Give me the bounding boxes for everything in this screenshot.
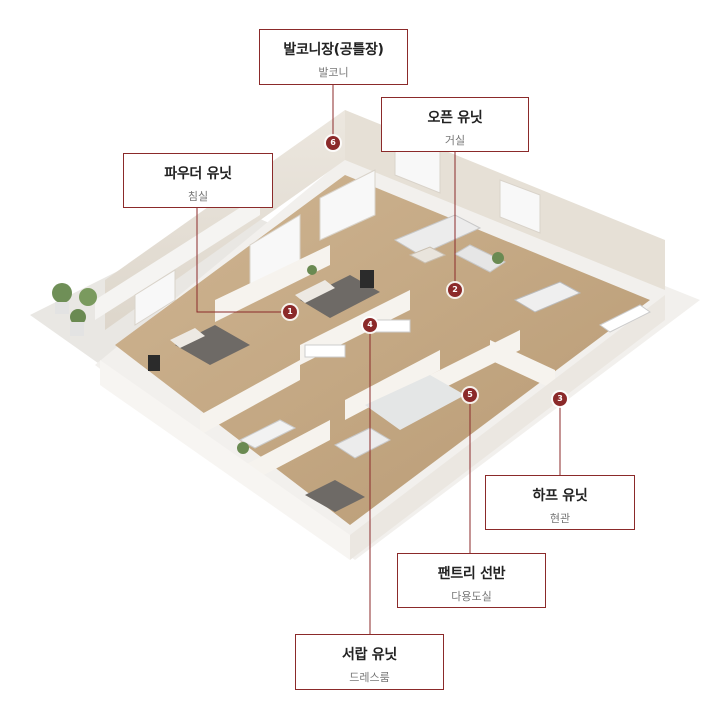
potted-plant bbox=[492, 252, 504, 264]
marker-entrance[interactable]: 3 bbox=[553, 392, 567, 406]
callout-title: 오픈 유닛 bbox=[427, 110, 483, 126]
window bbox=[319, 169, 376, 241]
marker-dressroom[interactable]: 4 bbox=[363, 318, 377, 332]
sofa bbox=[333, 427, 392, 459]
callout-title: 파우더 유닛 bbox=[164, 166, 232, 182]
partition-wall bbox=[200, 360, 300, 435]
callout-living: 오픈 유닛 거실 bbox=[381, 97, 529, 152]
callout-entrance: 하프 유닛 현관 bbox=[485, 475, 635, 530]
dining-table bbox=[513, 281, 582, 313]
callout-title: 팬트리 선반 bbox=[437, 566, 506, 582]
callout-title: 발코니장(공틀장) bbox=[283, 42, 384, 58]
bed bbox=[305, 480, 365, 512]
callout-subtitle: 거실 bbox=[444, 134, 466, 147]
sofa bbox=[393, 214, 482, 256]
leader-line bbox=[559, 400, 588, 478]
planter bbox=[55, 302, 69, 314]
callout-utility: 팬트리 선반 다용도실 bbox=[397, 553, 546, 608]
window bbox=[134, 269, 176, 326]
potted-plant bbox=[79, 288, 97, 306]
front-wall-left bbox=[100, 360, 350, 560]
partition-wall bbox=[245, 420, 330, 485]
front-wall-right bbox=[350, 295, 665, 560]
potted-plant bbox=[237, 442, 249, 454]
callout-subtitle: 다용도실 bbox=[451, 590, 492, 603]
bed-linen bbox=[295, 280, 335, 303]
tv-screen bbox=[360, 270, 374, 288]
partition-wall bbox=[215, 245, 330, 322]
potted-plant bbox=[52, 283, 72, 303]
desk bbox=[238, 419, 297, 449]
balcony-parapet bbox=[95, 195, 260, 320]
partition-wall bbox=[490, 340, 555, 390]
marker-balcony[interactable]: 6 bbox=[326, 136, 340, 150]
leader-line bbox=[196, 208, 290, 313]
callout-dressroom: 서랍 유닛 드레스룸 bbox=[295, 634, 444, 690]
marker-living[interactable]: 2 bbox=[448, 283, 462, 297]
callout-subtitle: 침실 bbox=[187, 190, 209, 203]
callout-subtitle: 발코니 bbox=[318, 66, 349, 79]
callout-subtitle: 현관 bbox=[549, 512, 571, 525]
planter bbox=[70, 322, 84, 336]
window bbox=[499, 179, 541, 234]
bathroom-floor bbox=[365, 375, 465, 430]
marker-utility[interactable]: 5 bbox=[463, 388, 477, 402]
wardrobe bbox=[304, 344, 346, 358]
bed bbox=[175, 325, 250, 365]
callout-title: 하프 유닛 bbox=[532, 488, 588, 504]
kitchen-counter bbox=[599, 304, 651, 333]
potted-plant bbox=[70, 309, 86, 325]
marker-bedroom[interactable]: 1 bbox=[283, 305, 297, 319]
callout-subtitle: 드레스룸 bbox=[349, 671, 390, 684]
tv-screen bbox=[148, 355, 160, 371]
callout-balcony: 발코니장(공틀장) 발코니 bbox=[259, 29, 408, 85]
callout-title: 서랍 유닛 bbox=[342, 647, 397, 663]
coffee-table bbox=[408, 246, 447, 264]
bed-linen bbox=[170, 328, 205, 348]
callout-bedroom: 파우더 유닛 침실 bbox=[123, 153, 273, 208]
potted-plant bbox=[307, 265, 317, 275]
partition-wall bbox=[345, 350, 440, 420]
